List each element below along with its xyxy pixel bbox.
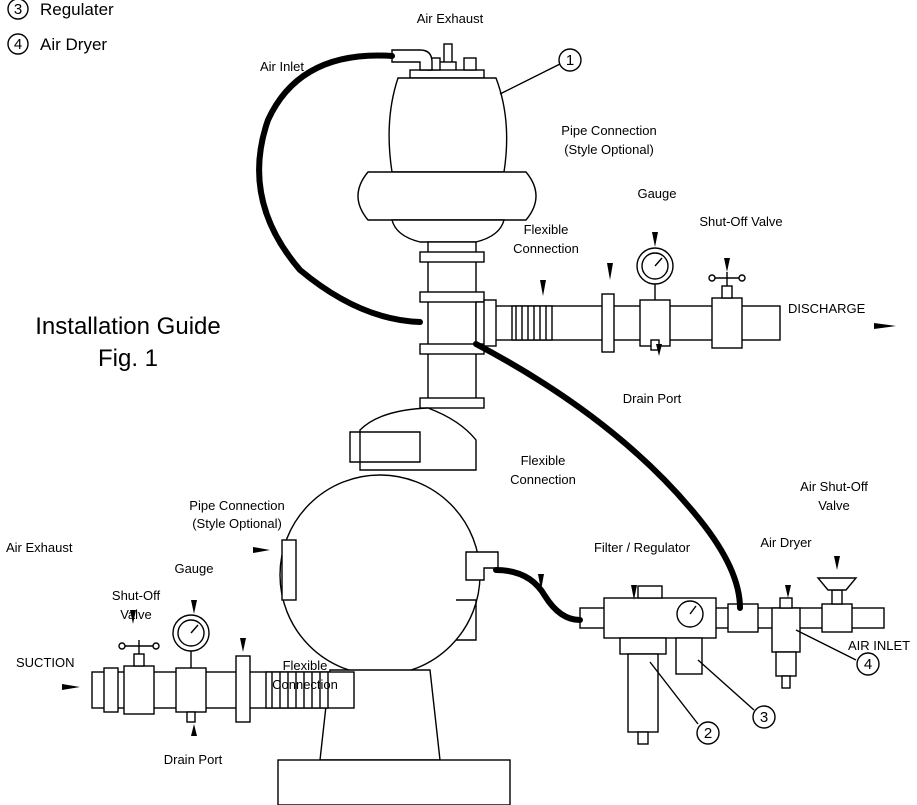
- label-discharge: DISCHARGE: [788, 301, 866, 316]
- legend: 3 Regulater 4 Air Dryer: [7, 0, 114, 55]
- label-pipe-connection-low: Pipe Connection: [189, 498, 284, 513]
- label-gauge-left: Gauge: [174, 561, 213, 576]
- label-style-optional-low: (Style Optional): [192, 516, 282, 531]
- label-style-optional-top: (Style Optional): [564, 142, 654, 157]
- label-shutoff-left-1: Shut-Off: [112, 588, 161, 603]
- label-flexible-top-1: Flexible: [524, 222, 569, 237]
- svg-text:3: 3: [760, 709, 768, 726]
- label-shutoff-left-2: Valve: [120, 607, 152, 622]
- surge-suppressor: [357, 43, 537, 243]
- label-shutoff-valve-top: Shut-Off Valve: [699, 214, 782, 229]
- air-inlet-hose: [256, 52, 423, 325]
- suction-line: [91, 614, 355, 723]
- pump-air-hose: [493, 567, 583, 623]
- callout-1: 1: [558, 48, 582, 72]
- legend-label-air-dryer: Air Dryer: [40, 35, 107, 54]
- svg-text:4: 4: [864, 656, 872, 673]
- legend-num-3: 3: [14, 1, 22, 18]
- label-filter-regulator: Filter / Regulator: [594, 540, 691, 555]
- label-drain-port-bottom: Drain Port: [164, 752, 223, 767]
- label-air-shutoff-1: Air Shut-Off: [800, 479, 868, 494]
- label-air-dryer: Air Dryer: [760, 535, 812, 550]
- svg-text:2: 2: [704, 725, 712, 742]
- pointer-arrows: [62, 232, 896, 736]
- label-air-inlet-top: Air Inlet: [260, 59, 304, 74]
- label-flexible-mid-1: Flexible: [521, 453, 566, 468]
- label-air-exhaust-left: Air Exhaust: [6, 540, 73, 555]
- label-gauge-top: Gauge: [637, 186, 676, 201]
- label-pipe-connection-top: Pipe Connection: [561, 123, 656, 138]
- callout-4: 4: [856, 652, 880, 676]
- label-flexible-mid-2: Connection: [510, 472, 576, 487]
- svg-text:1: 1: [566, 52, 574, 69]
- label-flexible-low-1: Flexible: [283, 658, 328, 673]
- legend-label-regulater: Regulater: [40, 0, 114, 19]
- callout-3: 3: [752, 705, 776, 729]
- label-flexible-top-2: Connection: [513, 241, 579, 256]
- label-air-exhaust-top: Air Exhaust: [417, 11, 484, 26]
- discharge-stack: [419, 241, 491, 409]
- label-flexible-low-2: Connection: [272, 677, 338, 692]
- air-supply-assembly: [579, 577, 885, 745]
- label-air-shutoff-2: Valve: [818, 498, 850, 513]
- label-suction: SUCTION: [16, 655, 75, 670]
- pump-body: [277, 407, 511, 805]
- diagram-title: Installation Guide: [35, 313, 220, 340]
- label-air-inlet-right: AIR INLET: [848, 638, 910, 653]
- discharge-line: [483, 247, 781, 353]
- label-drain-port-top: Drain Port: [623, 391, 682, 406]
- diagram-subtitle: Fig. 1: [98, 345, 158, 372]
- callout-2: 2: [696, 721, 720, 745]
- leader-lines: [499, 63, 857, 725]
- air-supply-hose: [473, 341, 743, 611]
- legend-num-4: 4: [14, 36, 22, 53]
